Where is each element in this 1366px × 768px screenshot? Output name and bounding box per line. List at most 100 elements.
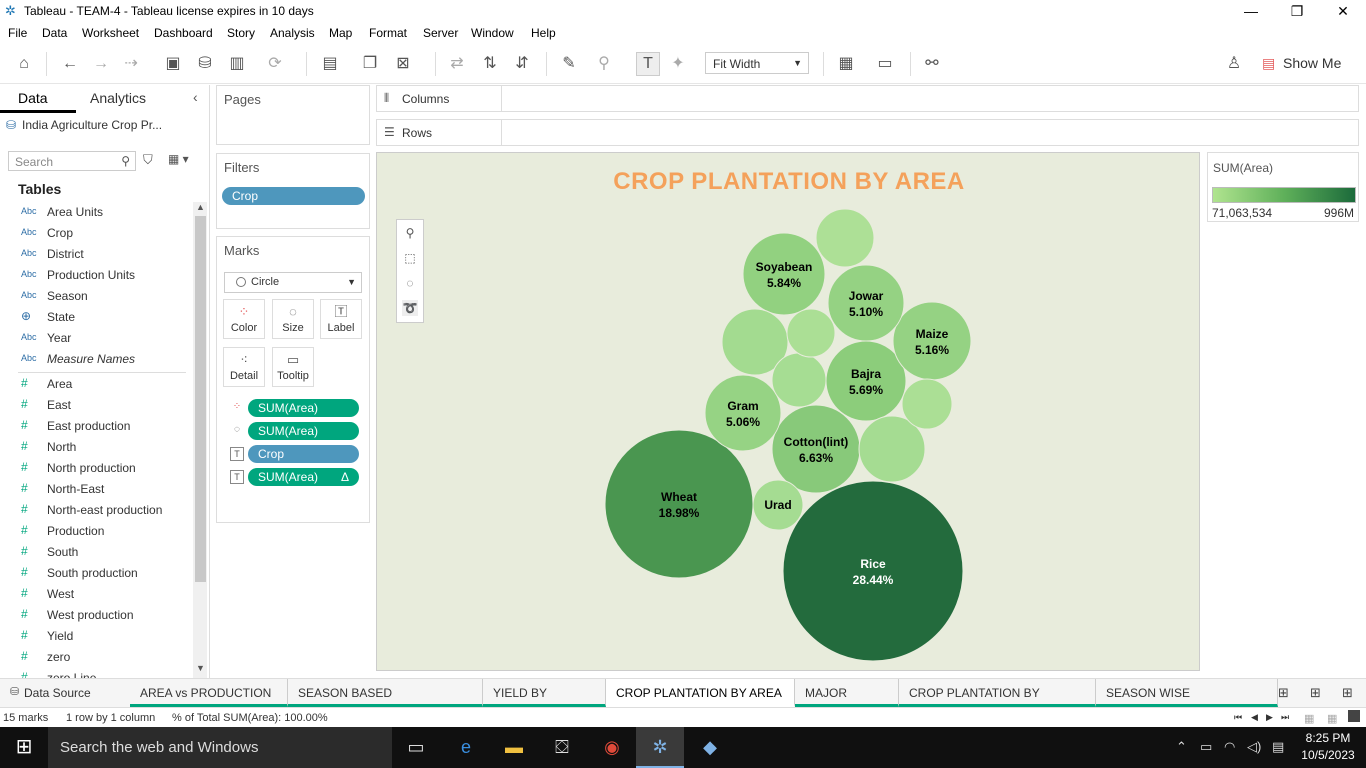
- pause-updates-icon[interactable]: ▥: [229, 55, 245, 72]
- sheet-tab[interactable]: CROP PLANTATION BY AREA: [606, 679, 795, 707]
- restore-button[interactable]: ❐: [1290, 3, 1304, 19]
- field-measure[interactable]: #North-East: [0, 479, 190, 500]
- home-icon[interactable]: ⌂: [19, 55, 29, 72]
- field-measure[interactable]: #Production: [0, 521, 190, 542]
- taskbar-search[interactable]: Search the web and Windows: [48, 727, 392, 768]
- datasource-tab[interactable]: ⛁ Data Source: [0, 679, 130, 707]
- redo-icon[interactable]: →: [93, 55, 109, 72]
- bubble-urad[interactable]: [752, 479, 804, 531]
- lasso-select-icon[interactable]: ➰: [402, 300, 418, 316]
- new-dashboard-icon[interactable]: ⊞: [1310, 685, 1321, 700]
- menu-server[interactable]: Server: [423, 26, 459, 40]
- tab-analytics[interactable]: Analytics: [90, 90, 147, 106]
- menu-data[interactable]: Data: [42, 26, 68, 40]
- bubble-unlabeled[interactable]: [771, 352, 827, 408]
- tableau-taskbar-icon[interactable]: ✲: [636, 727, 684, 768]
- bubble-unlabeled[interactable]: [858, 415, 926, 483]
- tooltip-button[interactable]: ▭ Tooltip: [272, 347, 314, 387]
- menu-file[interactable]: File: [8, 26, 28, 40]
- sheet-tab[interactable]: AREA vs PRODUCTION: [130, 679, 288, 707]
- scroll-down-icon[interactable]: ▼: [196, 663, 205, 673]
- fit-dropdown[interactable]: Fit Width ▼: [705, 52, 809, 74]
- menu-dashboard[interactable]: Dashboard: [154, 26, 213, 40]
- highlight-icon[interactable]: ✎: [562, 55, 576, 72]
- show-me-button[interactable]: ▤ Show Me: [1262, 54, 1362, 74]
- show-sheet-sorter-icon[interactable]: [1348, 710, 1360, 722]
- bubble-chart[interactable]: Rice28.44%Wheat18.98%Cotton(lint)6.63%So…: [377, 153, 1200, 671]
- field-measure[interactable]: #zero: [0, 647, 190, 668]
- new-datasource-icon[interactable]: ⛁: [198, 55, 212, 72]
- field-measure[interactable]: #North-east production: [0, 500, 190, 521]
- show-cards-icon[interactable]: ▦: [838, 55, 854, 72]
- marks-pill-pct[interactable]: SUM(Area) Δ: [248, 468, 359, 486]
- format-painter-icon[interactable]: ♙: [1226, 55, 1242, 72]
- swap-rows-columns-icon[interactable]: ⇄: [450, 55, 464, 72]
- wifi-icon[interactable]: ◠: [1224, 739, 1236, 754]
- close-button[interactable]: ✕: [1337, 3, 1349, 19]
- bubble-unlabeled[interactable]: [786, 308, 836, 358]
- chrome-icon[interactable]: ◉: [604, 737, 620, 757]
- field-measure[interactable]: #Yield: [0, 626, 190, 647]
- file-explorer-icon[interactable]: ▬: [505, 737, 523, 757]
- fix-axes-icon[interactable]: ✦: [671, 55, 685, 72]
- color-legend[interactable]: SUM(Area) 71,063,534 996M: [1207, 152, 1359, 222]
- field-measure[interactable]: #South: [0, 542, 190, 563]
- store-icon[interactable]: ⛋: [555, 737, 569, 757]
- share-icon[interactable]: ⚯: [925, 55, 939, 72]
- marks-pill-crop[interactable]: Crop: [248, 445, 359, 463]
- tab-data[interactable]: Data: [18, 90, 48, 106]
- bubble-cotton-lint-[interactable]: [771, 404, 861, 494]
- show-mark-labels-icon[interactable]: T: [636, 52, 660, 76]
- scroll-up-icon[interactable]: ▲: [196, 202, 205, 212]
- pages-card[interactable]: Pages: [216, 85, 370, 145]
- clock[interactable]: 8:25 PM 10/5/2023: [1296, 730, 1360, 764]
- sheet-tab[interactable]: SEASON WISE PRODUCTION: [1096, 679, 1278, 728]
- group-members-icon[interactable]: ⚲: [598, 55, 610, 72]
- tableau-prep-icon[interactable]: ◆: [703, 737, 717, 757]
- pin-icon[interactable]: ⚲: [405, 226, 415, 240]
- bubble-gram[interactable]: [704, 374, 782, 452]
- bubble-unlabeled[interactable]: [721, 308, 789, 376]
- windows-start-icon[interactable]: ⊞: [15, 736, 33, 758]
- color-button[interactable]: ⁘ Color: [223, 299, 265, 339]
- battery-icon[interactable]: ▭: [1200, 739, 1213, 754]
- minimize-button[interactable]: —: [1244, 3, 1258, 19]
- save-icon[interactable]: ▣: [165, 55, 181, 72]
- radial-select-icon[interactable]: ◌: [406, 276, 414, 290]
- size-button[interactable]: ◌ Size: [272, 299, 314, 339]
- new-worksheet-icon[interactable]: ▤: [322, 55, 338, 72]
- field-measure[interactable]: #South production: [0, 563, 190, 584]
- bubble-maize[interactable]: [892, 301, 972, 381]
- show-tabs-icon[interactable]: ▦: [1327, 713, 1338, 725]
- sort-ascending-icon[interactable]: ⇅: [483, 55, 497, 72]
- undo-icon[interactable]: ←: [62, 55, 78, 72]
- rectangle-select-icon[interactable]: ⬚: [404, 251, 416, 265]
- field-measure[interactable]: #North production: [0, 458, 190, 479]
- replay-icon[interactable]: ⇢: [124, 55, 138, 72]
- field-measure[interactable]: #East: [0, 395, 190, 416]
- sheet-tab[interactable]: SEASON BASED CULTIVATION: [288, 679, 483, 728]
- filter-icon[interactable]: ⛉: [143, 152, 153, 167]
- menu-story[interactable]: Story: [227, 26, 256, 40]
- task-view-icon[interactable]: ▭: [407, 737, 425, 757]
- prev-sheet-icon[interactable]: ◀: [1251, 712, 1258, 722]
- search-field[interactable]: Search ⚲: [8, 151, 136, 171]
- columns-shelf[interactable]: ⫴ Columns: [376, 85, 1359, 112]
- menu-worksheet[interactable]: Worksheet: [82, 26, 140, 40]
- new-story-icon[interactable]: ⊞: [1342, 685, 1353, 700]
- sheet-tab[interactable]: MAJOR CROPS: [795, 679, 899, 728]
- datasource-name[interactable]: India Agriculture Crop Pr...: [22, 118, 163, 132]
- sort-descending-icon[interactable]: ⇵: [515, 55, 529, 72]
- notifications-icon[interactable]: ▤: [1272, 739, 1285, 754]
- last-sheet-icon[interactable]: ⏭: [1281, 712, 1290, 722]
- field-measure[interactable]: #North: [0, 437, 190, 458]
- filter-pill-crop[interactable]: Crop: [222, 187, 365, 205]
- scroll-thumb[interactable]: [195, 216, 206, 582]
